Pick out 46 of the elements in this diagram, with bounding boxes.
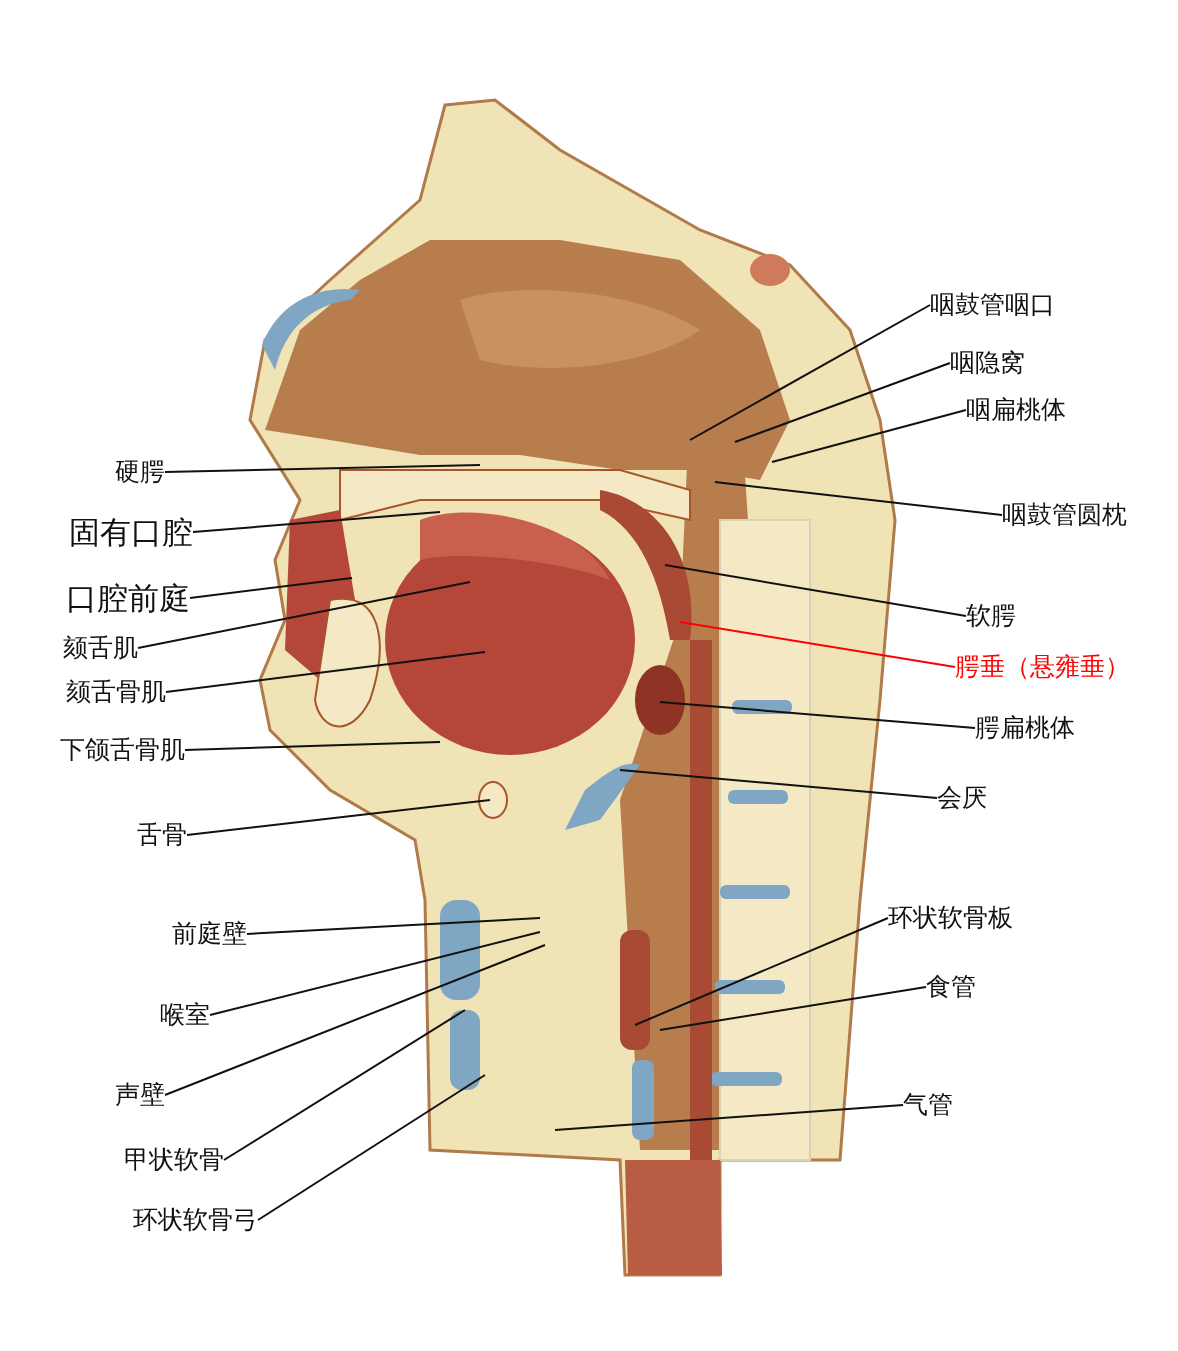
leader-line — [771, 409, 967, 463]
part-label: 咽隐窝 — [950, 349, 1025, 377]
leader-line — [679, 621, 956, 668]
part-label: 固有口腔 — [69, 514, 193, 550]
part-label: 环状软骨弓 — [133, 1206, 258, 1234]
part-label: 颏舌肌 — [63, 634, 138, 662]
part-label: 舌骨 — [137, 821, 187, 849]
part-label: 咽扁桃体 — [966, 396, 1066, 424]
leader-line — [186, 799, 491, 836]
part-label: 咽鼓管咽口 — [930, 291, 1055, 319]
part-label: 声壁 — [115, 1081, 165, 1109]
leader-line — [659, 701, 976, 729]
part-label: 环状软骨板 — [888, 904, 1013, 932]
leader-line — [714, 481, 1003, 516]
leader-line — [257, 1074, 486, 1221]
leader-line — [659, 986, 927, 1031]
leader-line — [619, 769, 938, 799]
leader-line — [223, 1009, 466, 1161]
part-label: 咽鼓管圆枕 — [1002, 501, 1127, 529]
part-label: 气管 — [903, 1091, 953, 1119]
part-label: 下颌舌骨肌 — [60, 736, 185, 764]
leader-line — [165, 651, 486, 693]
leader-line — [164, 944, 546, 1096]
part-label: 甲状软骨 — [124, 1146, 224, 1174]
part-label: 硬腭 — [115, 458, 165, 486]
part-label: 会厌 — [937, 784, 987, 812]
part-label: 腭扁桃体 — [975, 714, 1075, 742]
leader-line — [209, 931, 541, 1016]
part-label: 口腔前庭 — [66, 580, 190, 616]
part-label: 前庭壁 — [172, 920, 247, 948]
leader-line — [554, 1104, 904, 1131]
leader-line — [192, 511, 441, 533]
part-label: 喉室 — [160, 1001, 210, 1029]
leader-line — [734, 362, 951, 443]
part-label: 颏舌骨肌 — [66, 678, 166, 706]
leader-line — [664, 564, 967, 617]
leader-line — [184, 741, 441, 751]
part-label: 软腭 — [966, 602, 1016, 630]
leader-line — [246, 917, 541, 935]
leader-line — [634, 917, 889, 1026]
part-label: 食管 — [926, 973, 976, 1001]
leader-line — [164, 464, 481, 473]
leader-line — [137, 581, 471, 649]
leader-line — [189, 577, 353, 599]
part-label: 腭垂（悬雍垂） — [955, 653, 1130, 681]
leader-line — [689, 304, 931, 441]
